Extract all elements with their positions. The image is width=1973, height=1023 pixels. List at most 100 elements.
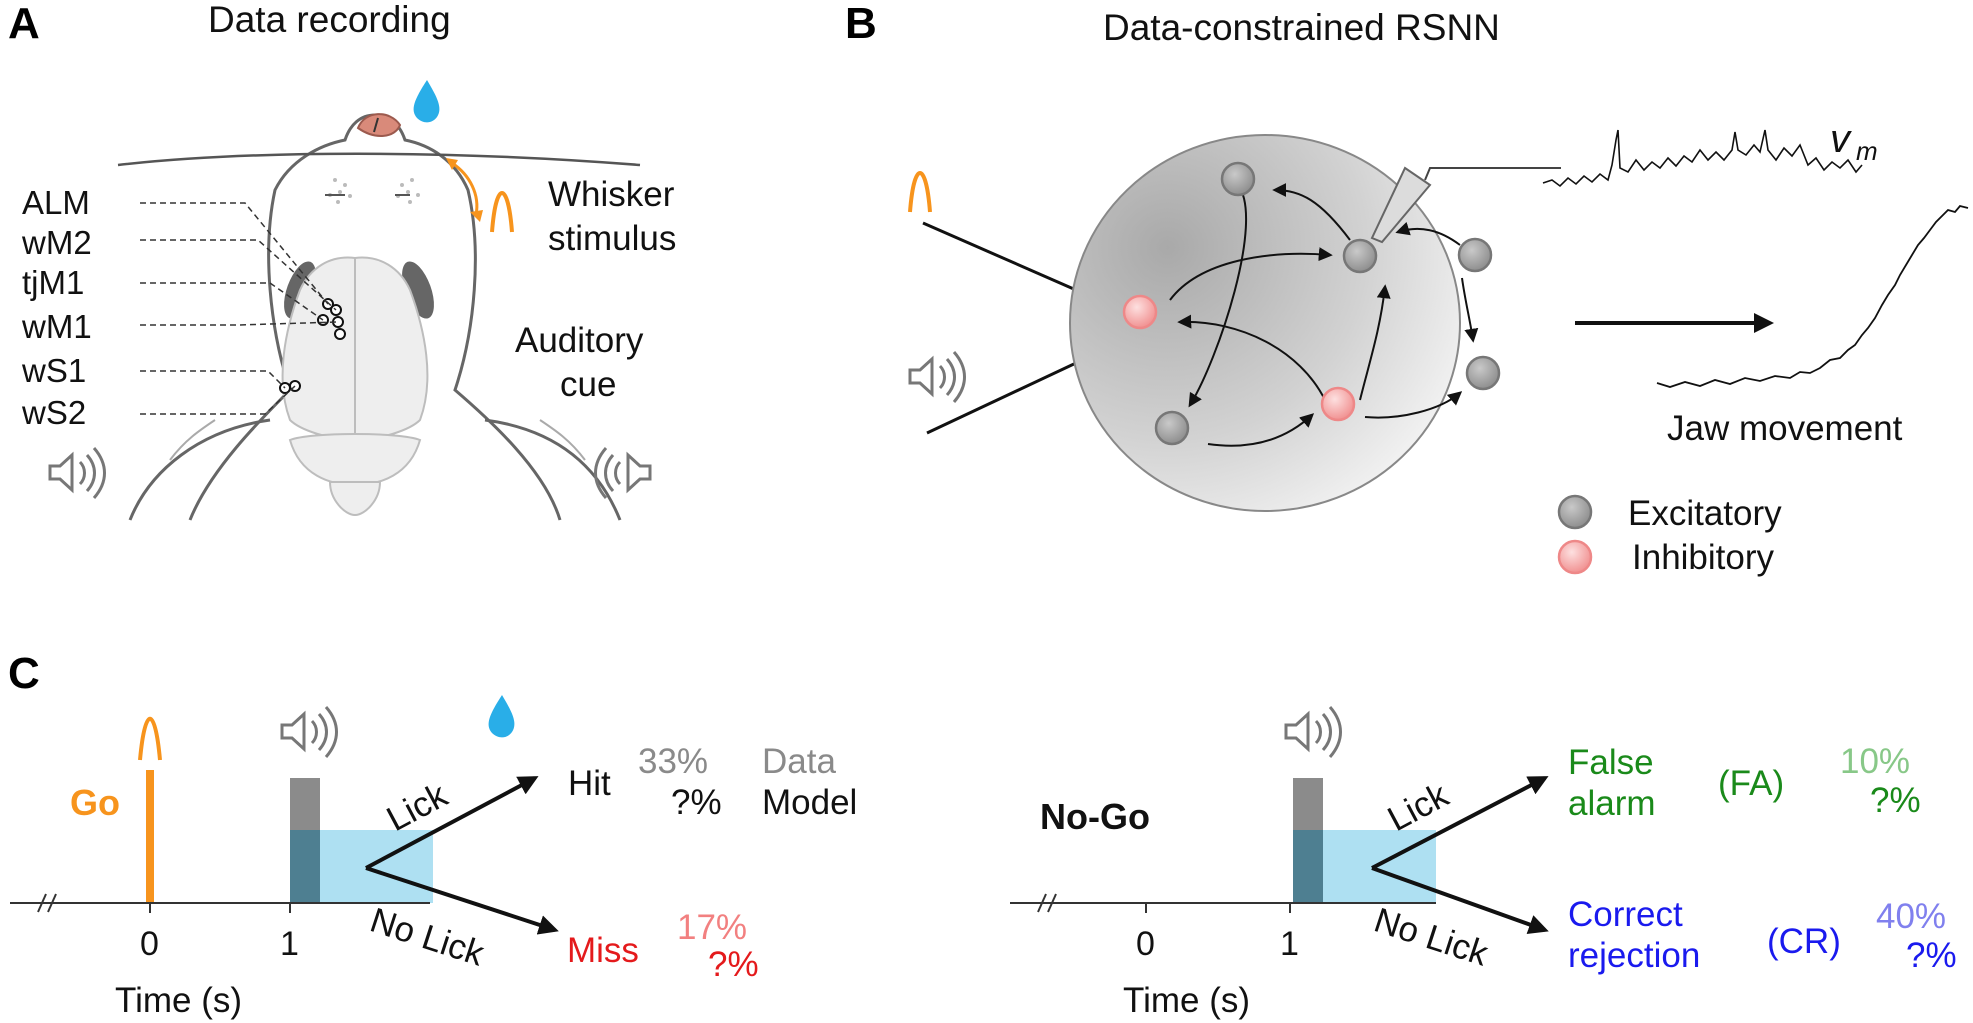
go-cue-speaker-icon bbox=[280, 706, 338, 758]
whisker-stimulus-label-line2: stimulus bbox=[548, 219, 676, 258]
brain bbox=[281, 256, 429, 517]
speaker-left-icon bbox=[48, 447, 106, 499]
excitatory-neuron bbox=[1220, 161, 1256, 197]
nogo-trial: No-Go 0 1 Time (s) Lick No Lick False bbox=[1010, 706, 1957, 1020]
go-lick-arrow bbox=[365, 776, 539, 870]
hit-label: Hit bbox=[568, 764, 611, 803]
panel-a-title: Data recording bbox=[208, 0, 451, 40]
go-whisker-pulse-icon bbox=[138, 717, 162, 761]
whisker-stimulus-pulse-icon bbox=[490, 191, 514, 233]
nogo-axis-break bbox=[1037, 893, 1047, 913]
panel-b-letter: B bbox=[845, 0, 877, 48]
excitatory-neuron bbox=[1154, 410, 1190, 446]
left-forelimb bbox=[128, 418, 271, 521]
go-trial: Go 0 1 Time (s) bbox=[10, 695, 857, 1020]
go-tick-label-1: 1 bbox=[280, 925, 299, 963]
nogo-tick-label-1: 1 bbox=[1280, 925, 1299, 963]
whisker-stimulus-bar bbox=[146, 770, 154, 903]
excitatory-neuron bbox=[1457, 237, 1493, 273]
nogo-xlabel: Time (s) bbox=[1123, 981, 1250, 1020]
nogo-axis-break bbox=[1047, 893, 1057, 913]
cr-label-line1: Correct bbox=[1568, 895, 1683, 934]
input-speaker-icon bbox=[908, 351, 966, 403]
panel-a: A Data recording bbox=[8, 0, 676, 521]
network-neurons bbox=[1122, 161, 1501, 446]
go-label: Go bbox=[70, 782, 120, 823]
inhibitory-neuron bbox=[1122, 294, 1158, 330]
vm-label: v bbox=[1830, 117, 1852, 161]
fa-data-value: 10% bbox=[1840, 742, 1910, 781]
area-label-ws1: wS1 bbox=[21, 352, 86, 389]
water-drop-icon bbox=[413, 80, 440, 123]
cr-model-value: ?% bbox=[1906, 936, 1957, 975]
panel-b-title: Data-constrained RSNN bbox=[1103, 7, 1500, 48]
area-leader-lines bbox=[140, 202, 339, 415]
deflection-arrowhead-top bbox=[446, 158, 458, 170]
area-label-alm: ALM bbox=[22, 184, 90, 221]
fa-abbr: (FA) bbox=[1718, 764, 1784, 803]
panel-a-letter: A bbox=[8, 0, 40, 48]
cr-label-line2: rejection bbox=[1568, 936, 1700, 975]
lick-port bbox=[373, 117, 379, 133]
legend-model-label: Model bbox=[762, 783, 857, 822]
go-nolick-arrow bbox=[365, 866, 559, 935]
excitatory-neuron bbox=[1342, 238, 1378, 274]
go-xlabel: Time (s) bbox=[115, 981, 242, 1020]
membrane-potential-trace bbox=[1542, 129, 1863, 188]
input-whisker-pulse-icon bbox=[908, 171, 932, 213]
go-axis-break bbox=[47, 893, 57, 913]
nogo-lick-arrow bbox=[1371, 776, 1549, 870]
fa-label-line2: alarm bbox=[1568, 784, 1656, 823]
right-forelimb bbox=[484, 418, 622, 521]
right-paw-line bbox=[539, 419, 586, 461]
hit-model-value: ?% bbox=[671, 783, 722, 822]
legend-excitatory-label: Excitatory bbox=[1628, 494, 1782, 533]
go-nolick-label: No Lick bbox=[366, 901, 490, 974]
inhibitory-neuron bbox=[1320, 386, 1356, 422]
panel-c-letter: C bbox=[8, 649, 40, 698]
go-axis-break bbox=[37, 893, 47, 913]
network-connections bbox=[1169, 183, 1479, 447]
auditory-cue-label-line1: Auditory bbox=[515, 321, 644, 360]
jaw-movement-label: Jaw movement bbox=[1667, 409, 1903, 448]
legend-inhibitory-label: Inhibitory bbox=[1632, 538, 1775, 577]
speaker-right-icon bbox=[594, 447, 652, 499]
fa-model-value: ?% bbox=[1870, 781, 1921, 820]
nogo-nolick-arrow bbox=[1371, 866, 1549, 935]
nogo-tick-label-0: 0 bbox=[1136, 925, 1155, 963]
input-line-auditory bbox=[926, 361, 1077, 435]
cr-data-value: 40% bbox=[1876, 897, 1946, 936]
area-label-ws2: wS2 bbox=[21, 394, 86, 431]
whisker-stimulus-label-line1: Whisker bbox=[548, 175, 675, 214]
hit-data-value: 33% bbox=[638, 742, 708, 781]
jaw-movement-trace bbox=[1656, 204, 1969, 388]
fa-label-line1: False bbox=[1568, 743, 1654, 782]
nogo-cue-speaker-icon bbox=[1284, 706, 1342, 758]
excitatory-neuron bbox=[1465, 355, 1501, 391]
cr-abbr: (CR) bbox=[1767, 922, 1841, 961]
nogo-cue-window-overlap bbox=[1293, 830, 1323, 903]
area-labels: ALM wM2 tjM1 wM1 wS1 wS2 bbox=[21, 184, 92, 431]
tongue bbox=[356, 113, 402, 137]
area-label-tjm1: tjM1 bbox=[22, 264, 84, 301]
legend-inhibitory-swatch bbox=[1557, 539, 1593, 575]
go-reward-drop-icon bbox=[488, 695, 515, 738]
auditory-cue-label-line2: cue bbox=[560, 365, 616, 404]
miss-model-value: ?% bbox=[708, 945, 759, 984]
legend-excitatory-swatch bbox=[1557, 494, 1593, 530]
panel-c: C Go 0 1 bbox=[8, 649, 1957, 1020]
electrode-icon bbox=[1370, 166, 1561, 244]
right-eye bbox=[402, 261, 434, 319]
panel-b: B Data-constrained RSNN bbox=[845, 0, 1969, 577]
miss-data-value: 17% bbox=[677, 908, 747, 947]
whisker-deflection-arrow-icon bbox=[451, 161, 479, 216]
cue-window-overlap bbox=[290, 830, 320, 903]
left-paw-line bbox=[169, 419, 216, 461]
area-label-wm1: wM1 bbox=[21, 308, 92, 345]
nogo-nolick-label: No Lick bbox=[1370, 901, 1494, 974]
whisker-pad-dots bbox=[328, 178, 420, 204]
area-label-wm2: wM2 bbox=[21, 224, 92, 261]
miss-label: Miss bbox=[567, 931, 639, 970]
whisker-bar bbox=[117, 152, 641, 167]
